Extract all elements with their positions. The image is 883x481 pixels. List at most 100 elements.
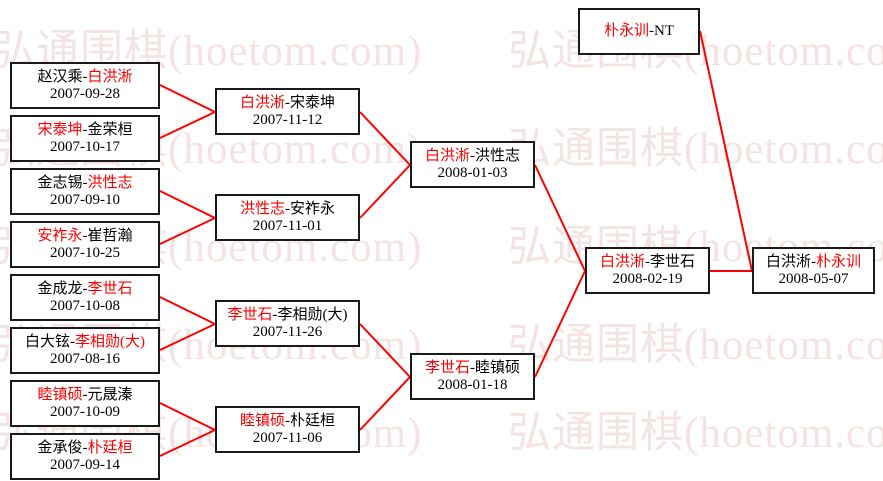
- player-right: 李相勋(大): [277, 306, 348, 323]
- player-right: 朴廷桓: [87, 439, 133, 456]
- match-players: 朴永训-NT: [604, 23, 674, 40]
- vs-dash: -: [285, 200, 290, 217]
- player-right: 李世石: [87, 280, 133, 297]
- match-semifinal[interactable]: 白洪淅-李世石 2008-02-19: [585, 247, 710, 294]
- match-date: 2007-10-17: [50, 138, 120, 155]
- match-players: 白洪淅-洪性志: [425, 148, 520, 165]
- match-players: 李世石-睦镇硕: [425, 360, 520, 377]
- player-left: 朴永训: [603, 23, 649, 40]
- player-right: NT: [654, 23, 674, 40]
- match-date: 2007-11-26: [252, 323, 323, 340]
- player-left: 睦镇硕: [37, 386, 83, 403]
- match-date: 2008-05-07: [778, 270, 849, 287]
- player-left: 白洪淅: [424, 147, 470, 164]
- match-r2-2[interactable]: 洪性志-安祚永 2007-11-01: [215, 194, 360, 241]
- match-r1-5[interactable]: 金成龙-李世石 2007-10-08: [10, 274, 160, 321]
- match-players: 赵汉乘-白洪淅: [37, 69, 132, 86]
- vs-dash: -: [649, 23, 654, 40]
- player-left: 安祚永: [37, 227, 83, 244]
- player-right: 元晟溱: [87, 386, 133, 403]
- player-right: 崔哲瀚: [87, 227, 133, 244]
- match-players: 睦镇硕-朴廷桓: [240, 413, 335, 430]
- player-left: 赵汉乘: [37, 68, 83, 85]
- match-r1-6[interactable]: 白大铉-李相勋(大) 2007-08-16: [10, 327, 160, 374]
- match-players: 安祚永-崔哲瀚: [37, 228, 132, 245]
- player-right: 李世石: [650, 253, 696, 270]
- match-final[interactable]: 白洪淅-朴永训 2008-05-07: [752, 247, 875, 294]
- match-players: 白洪淅-宋泰坤: [240, 95, 335, 112]
- seed-node-park-younghun[interactable]: 朴永训-NT: [578, 8, 700, 55]
- vs-dash: -: [470, 359, 475, 376]
- match-date: 2007-10-09: [50, 403, 120, 420]
- match-r3-1[interactable]: 白洪淅-洪性志 2008-01-03: [410, 141, 535, 188]
- vs-dash: -: [811, 253, 816, 270]
- match-players: 金承俊-朴廷桓: [37, 440, 132, 457]
- match-players: 金成龙-李世石: [37, 281, 132, 298]
- player-right: 洪性志: [87, 174, 133, 191]
- match-r3-2[interactable]: 李世石-睦镇硕 2008-01-18: [410, 353, 535, 400]
- match-players: 睦镇硕-元晟溱: [37, 387, 132, 404]
- vs-dash: -: [82, 174, 88, 191]
- vs-dash: -: [645, 253, 650, 270]
- vs-dash: -: [285, 412, 290, 429]
- player-left: 睦镇硕: [239, 412, 285, 429]
- match-date: 2007-09-10: [50, 191, 120, 208]
- vs-dash: -: [82, 439, 88, 456]
- player-right: 朴永训: [816, 253, 862, 270]
- player-left: 白洪淅: [239, 94, 285, 111]
- player-left: 金成龙: [37, 280, 83, 297]
- match-players: 白大铉-李相勋(大): [25, 334, 145, 351]
- match-r2-1[interactable]: 白洪淅-宋泰坤 2007-11-12: [215, 88, 360, 135]
- player-left: 李世石: [424, 359, 470, 376]
- vs-dash: -: [82, 227, 88, 244]
- match-date: 2007-11-12: [252, 111, 323, 128]
- player-right: 睦镇硕: [475, 359, 521, 376]
- player-left: 宋泰坤: [37, 121, 83, 138]
- vs-dash: -: [272, 306, 278, 323]
- player-right: 李相勋(大): [75, 333, 145, 350]
- player-left: 白洪淅: [599, 253, 645, 270]
- match-date: 2007-10-08: [50, 297, 120, 314]
- match-date: 2007-09-28: [50, 85, 120, 102]
- vs-dash: -: [82, 386, 88, 403]
- match-r1-3[interactable]: 金志锡-洪性志 2007-09-10: [10, 168, 160, 215]
- match-date: 2007-11-01: [252, 217, 323, 234]
- match-r2-3[interactable]: 李世石-李相勋(大) 2007-11-26: [215, 300, 360, 347]
- vs-dash: -: [82, 121, 88, 138]
- player-left: 洪性志: [239, 200, 285, 217]
- match-r1-2[interactable]: 宋泰坤-金荣桓 2007-10-17: [10, 115, 160, 162]
- player-left: 白洪淅: [765, 253, 811, 270]
- player-right: 安祚永: [290, 200, 336, 217]
- match-date: 2007-08-16: [50, 350, 120, 367]
- player-right: 朴廷桓: [290, 412, 336, 429]
- match-players: 白洪淅-朴永训: [766, 254, 861, 271]
- match-date: 2007-09-14: [50, 456, 120, 473]
- player-right: 白洪淅: [87, 68, 133, 85]
- match-players: 李世石-李相勋(大): [227, 307, 347, 324]
- match-players: 白洪淅-李世石: [600, 254, 695, 271]
- match-date: 2008-01-18: [437, 376, 508, 393]
- match-r1-7[interactable]: 睦镇硕-元晟溱 2007-10-09: [10, 380, 160, 427]
- player-right: 宋泰坤: [290, 94, 336, 111]
- vs-dash: -: [82, 280, 88, 297]
- match-r1-4[interactable]: 安祚永-崔哲瀚 2007-10-25: [10, 221, 160, 268]
- match-date: 2007-10-25: [50, 244, 120, 261]
- player-right: 金荣桓: [87, 121, 133, 138]
- vs-dash: -: [285, 94, 290, 111]
- match-players: 洪性志-安祚永: [240, 201, 335, 218]
- match-players: 金志锡-洪性志: [37, 175, 132, 192]
- match-players: 宋泰坤-金荣桓: [37, 122, 132, 139]
- match-r2-4[interactable]: 睦镇硕-朴廷桓 2007-11-06: [215, 406, 360, 453]
- vs-dash: -: [470, 147, 475, 164]
- player-left: 金志锡: [37, 174, 83, 191]
- player-left: 白大铉: [24, 333, 70, 350]
- match-r1-8[interactable]: 金承俊-朴廷桓 2007-09-14: [10, 433, 160, 480]
- match-r1-1[interactable]: 赵汉乘-白洪淅 2007-09-28: [10, 62, 160, 109]
- match-date: 2008-02-19: [612, 270, 683, 287]
- player-right: 洪性志: [475, 147, 521, 164]
- player-left: 李世石: [227, 306, 273, 323]
- match-date: 2007-11-06: [252, 429, 323, 446]
- vs-dash: -: [82, 68, 88, 85]
